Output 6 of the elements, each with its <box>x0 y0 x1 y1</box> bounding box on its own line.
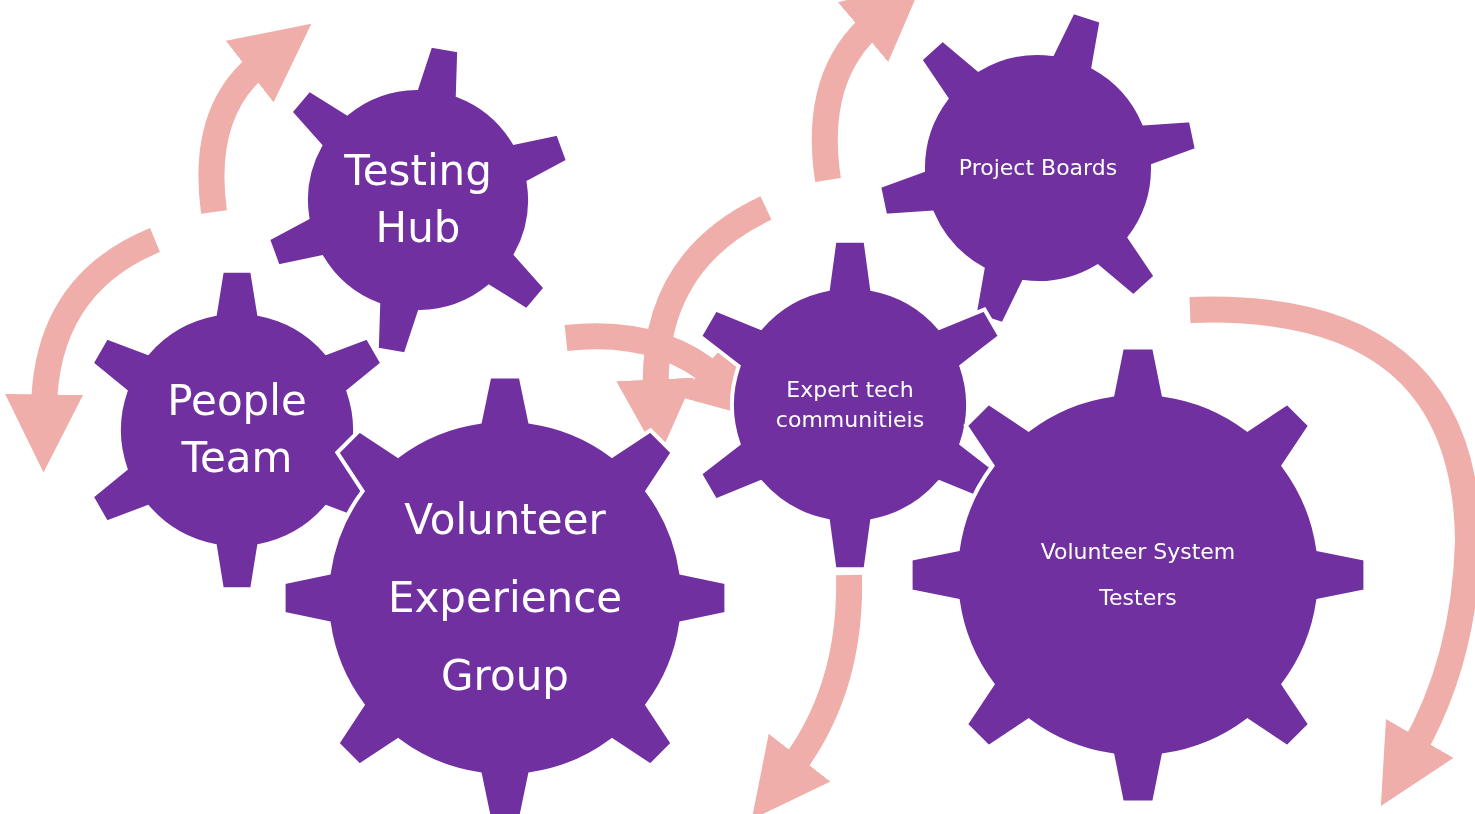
gear-label: Volunteer Experience Group <box>386 494 624 702</box>
gear-label: Testing Hub <box>343 145 493 254</box>
gear-label: Expert tech communitieis <box>774 376 926 434</box>
gear-label: Project Boards <box>958 153 1118 182</box>
gear-label: People Team <box>166 375 308 484</box>
gear-label: Volunteer System Testers <box>1039 537 1237 612</box>
